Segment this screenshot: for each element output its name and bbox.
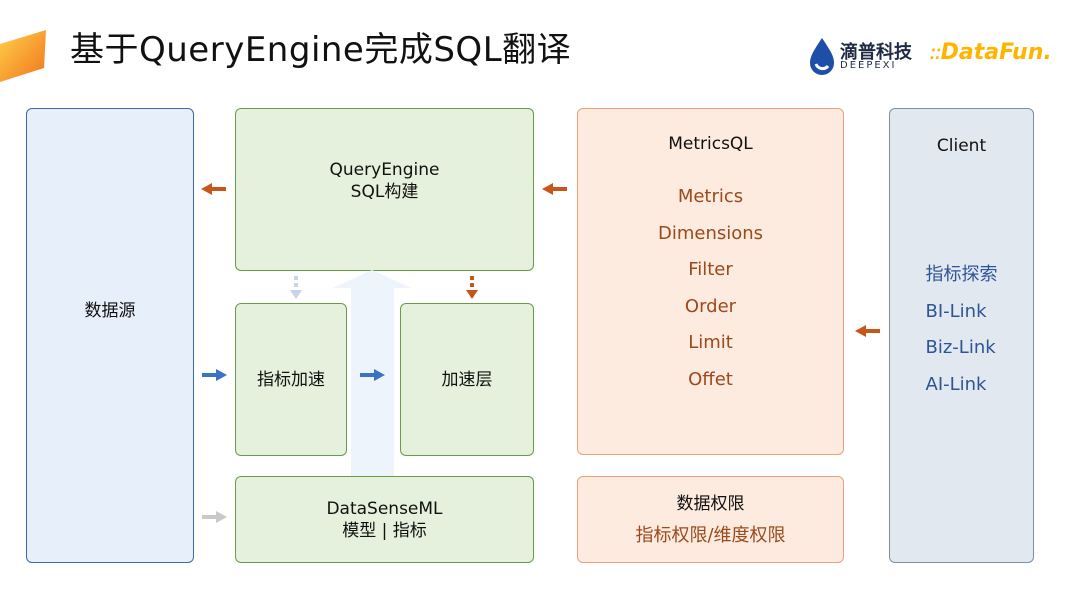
arrow-down-dashed-icon <box>290 276 302 299</box>
accel-layer-box: 加速层 <box>400 303 534 456</box>
datafun-logo-dot: . <box>1043 40 1052 65</box>
datafun-logo: ⁚⁚DataFun. <box>930 40 1052 65</box>
arrow-right-icon <box>360 369 385 381</box>
client-title: Client <box>936 136 987 156</box>
data-permission-box: 数据权限 指标权限/维度权限 <box>577 476 844 563</box>
metric-accel-label: 指标加速 <box>257 369 325 390</box>
arrow-left-icon <box>201 183 226 195</box>
datasenseml-title: DataSenseML <box>326 498 443 519</box>
data-permission-title: 数据权限 <box>676 493 745 514</box>
metricsql-item: Filter <box>688 259 733 280</box>
arrow-down-dashed-icon <box>466 276 478 299</box>
metricsql-item: Offet <box>688 368 733 390</box>
datafun-logo-text: DataFun <box>940 40 1044 65</box>
datasource-box: 数据源 <box>26 108 194 563</box>
deepexi-logo-icon <box>810 38 834 75</box>
metricsql-list: Metrics Dimensions Filter Order Limit Of… <box>658 179 763 398</box>
arrow-right-icon <box>202 511 227 523</box>
accent-shape <box>0 30 46 82</box>
metricsql-item: Metrics <box>677 186 744 207</box>
metric-accel-box: 指标加速 <box>235 303 347 456</box>
page-title: 基于QueryEngine完成SQL翻译 <box>70 30 572 70</box>
client-item: Biz-Link <box>925 337 996 358</box>
arrow-right-icon <box>202 369 227 381</box>
deepexi-logo-subtext: DEEPEXI <box>840 60 897 71</box>
client-item: BI-Link <box>925 300 987 322</box>
query-engine-subtitle: SQL构建 <box>350 181 419 202</box>
datafun-logo-dots-icon: ⁚⁚ <box>930 47 941 63</box>
query-engine-box: QueryEngine SQL构建 <box>235 108 534 271</box>
client-box: Client 指标探索 BI-Link Biz-Link AI-Link <box>889 108 1034 563</box>
arrow-left-icon <box>855 325 880 337</box>
metricsql-box: MetricsQL Metrics Dimensions Filter Orde… <box>577 108 844 455</box>
client-list: 指标探索 BI-Link Biz-Link AI-Link <box>926 257 998 403</box>
arrow-left-icon <box>542 183 567 195</box>
metricsql-title: MetricsQL <box>668 134 753 154</box>
client-item: AI-Link <box>925 373 987 395</box>
client-item: 指标探索 <box>925 264 998 285</box>
query-engine-title: QueryEngine <box>329 159 440 180</box>
datasenseml-box: DataSenseML 模型 | 指标 <box>235 476 534 563</box>
deepexi-logo-text: 滴普科技 <box>840 42 912 63</box>
data-permission-subtitle: 指标权限/维度权限 <box>635 524 786 546</box>
accel-layer-label: 加速层 <box>441 369 493 390</box>
metricsql-item: Limit <box>688 332 733 353</box>
datasource-label: 数据源 <box>84 300 136 321</box>
datasenseml-subtitle: 模型 | 指标 <box>342 520 427 541</box>
metricsql-item: Dimensions <box>657 222 764 244</box>
metricsql-item: Order <box>684 295 737 317</box>
